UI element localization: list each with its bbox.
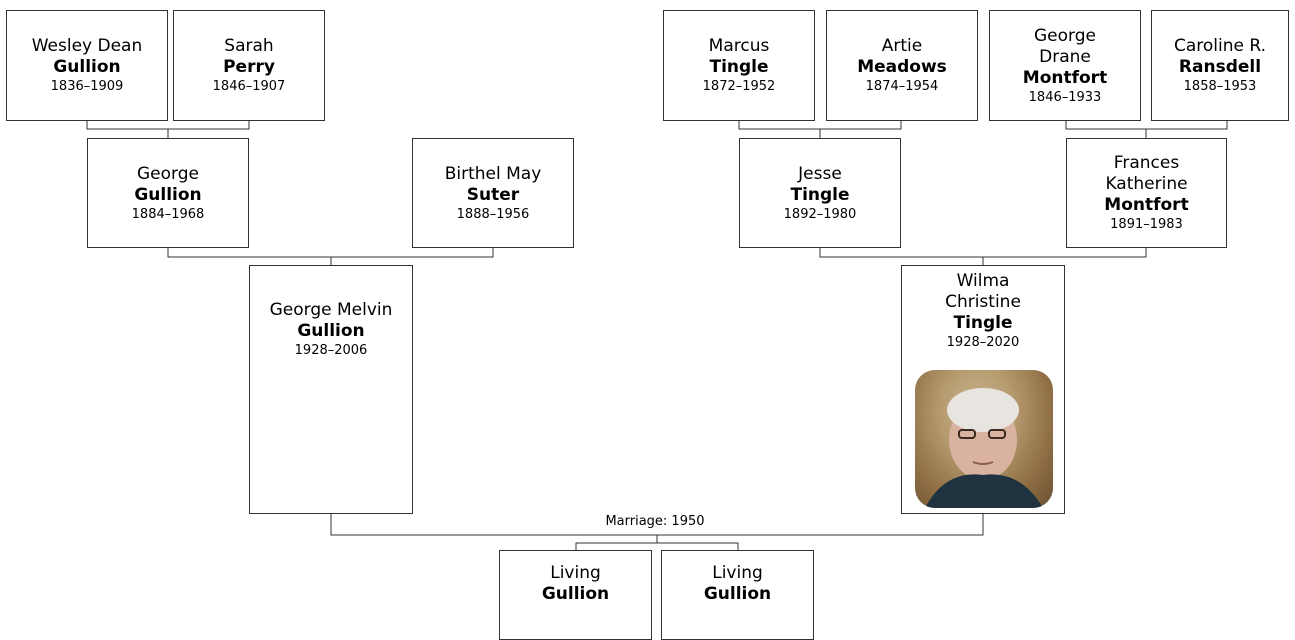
person-first-name: Living: [712, 563, 763, 583]
person-first-name: Birthel May: [444, 163, 542, 184]
person-lifespan: 1874–1954: [865, 79, 939, 94]
person-lifespan: 1846–1907: [212, 79, 286, 94]
person-first-name: Wesley Dean: [31, 36, 143, 56]
person-last-name: Tingle: [709, 57, 769, 77]
person-lifespan: 1928–2020: [946, 335, 1020, 350]
person-card-frances-katherine-montfort[interactable]: Frances Katherine Montfort 1891–1983: [1066, 138, 1227, 248]
person-first-name: Living: [550, 563, 601, 583]
person-last-name: Gullion: [53, 57, 121, 77]
person-first-name: Frances Katherine: [1105, 153, 1188, 194]
person-last-name: Suter: [466, 184, 520, 205]
person-card-living-gullion-1[interactable]: Living Gullion: [499, 550, 652, 640]
person-lifespan: 1928–2006: [294, 343, 368, 358]
person-last-name: Perry: [223, 57, 275, 77]
person-first-name: Marcus: [708, 36, 770, 56]
person-first-name: Artie: [881, 36, 923, 56]
person-last-name: Gullion: [134, 184, 202, 205]
person-card-sarah-perry[interactable]: Sarah Perry 1846–1907: [173, 10, 325, 121]
person-lifespan: 1846–1933: [1028, 89, 1102, 105]
person-first-name: Wilma Christine: [945, 271, 1021, 312]
person-lifespan: 1888–1956: [456, 206, 530, 222]
person-last-name: Ransdell: [1178, 57, 1262, 77]
person-lifespan: 1872–1952: [702, 79, 776, 94]
person-card-wesley-dean-gullion[interactable]: Wesley Dean Gullion 1836–1909: [6, 10, 168, 121]
person-card-artie-meadows[interactable]: Artie Meadows 1874–1954: [826, 10, 978, 121]
person-card-jesse-tingle[interactable]: Jesse Tingle 1892–1980: [739, 138, 901, 248]
person-card-living-gullion-2[interactable]: Living Gullion: [661, 550, 814, 640]
person-last-name: Tingle: [953, 313, 1013, 333]
person-last-name: Gullion: [703, 584, 772, 604]
person-first-name: George Drane: [1034, 25, 1096, 67]
person-lifespan: 1892–1980: [783, 206, 857, 222]
person-lifespan: 1891–1983: [1110, 217, 1183, 232]
portrait-photo: [915, 370, 1053, 508]
person-first-name: Caroline R.: [1174, 36, 1266, 56]
person-lifespan: 1836–1909: [50, 79, 124, 94]
person-lifespan: 1858–1953: [1183, 79, 1257, 94]
person-last-name: Gullion: [541, 584, 610, 604]
person-card-george-drane-montfort[interactable]: George Drane Montfort 1846–1933: [989, 10, 1141, 121]
person-last-name: Montfort: [1104, 195, 1189, 215]
person-card-george-gullion[interactable]: George Gullion 1884–1968: [87, 138, 249, 248]
person-last-name: Tingle: [790, 184, 850, 205]
person-first-name: Sarah: [224, 36, 274, 56]
person-card-wilma-christine-tingle[interactable]: Wilma Christine Tingle 1928–2020: [901, 265, 1065, 514]
person-last-name: Meadows: [857, 57, 947, 77]
person-last-name: Montfort: [1022, 67, 1108, 88]
person-first-name: George: [137, 163, 199, 184]
person-card-caroline-ransdell[interactable]: Caroline R. Ransdell 1858–1953: [1151, 10, 1289, 121]
person-last-name: Gullion: [297, 321, 365, 341]
person-card-marcus-tingle[interactable]: Marcus Tingle 1872–1952: [663, 10, 815, 121]
person-first-name: Jesse: [798, 163, 842, 184]
marriage-label: Marriage: 1950: [560, 514, 750, 530]
person-lifespan: 1884–1968: [131, 206, 205, 222]
person-card-birthel-may-suter[interactable]: Birthel May Suter 1888–1956: [412, 138, 574, 248]
person-first-name: George Melvin: [269, 300, 393, 320]
person-card-george-melvin-gullion[interactable]: George Melvin Gullion 1928–2006: [249, 265, 413, 514]
